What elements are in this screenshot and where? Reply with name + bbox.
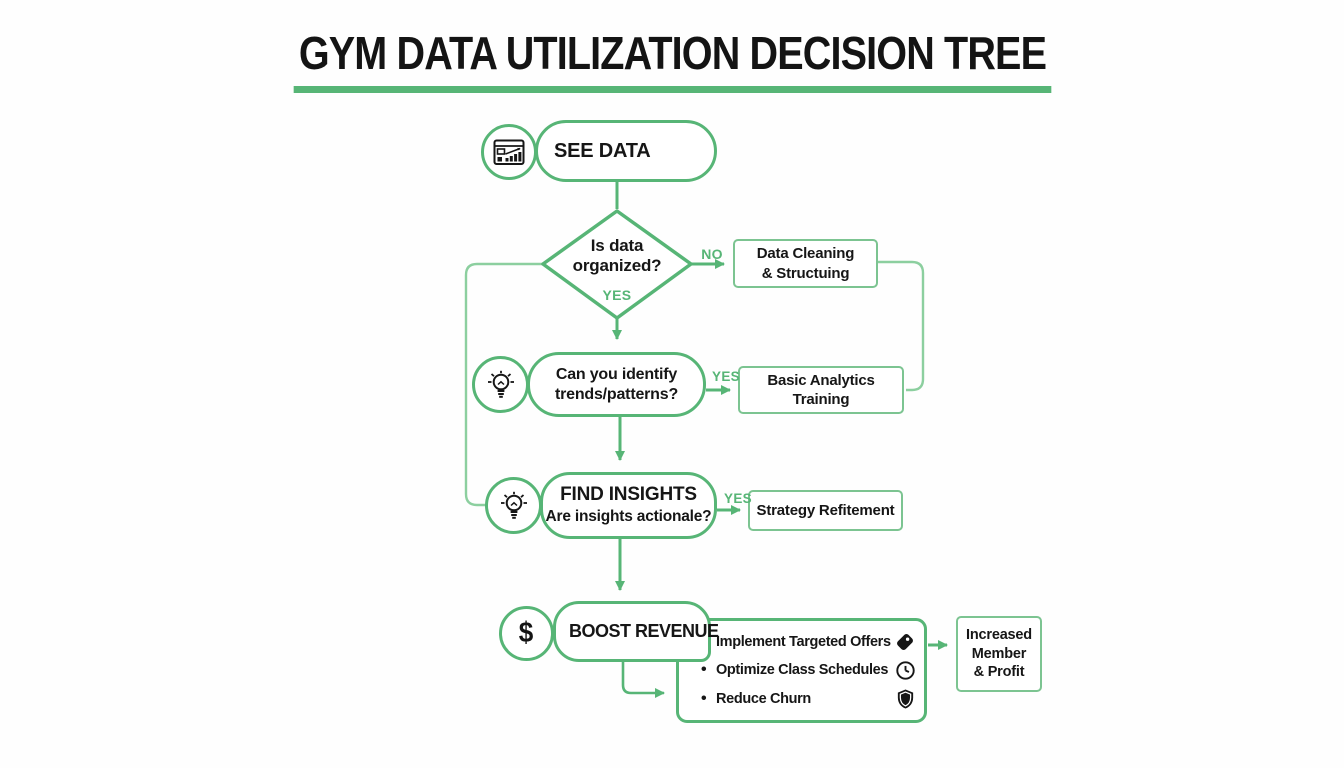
- boost-revenue-node: BOOST REVENUE: [553, 601, 719, 662]
- outcome-node: Increased Member & Profit: [956, 616, 1042, 692]
- trends-yes-label: YES: [712, 369, 740, 384]
- connector-cleaning-analytics: [878, 260, 925, 392]
- action-bullet: •: [701, 689, 707, 707]
- boost-revenue-label: BOOST REVENUE: [569, 621, 719, 641]
- decision-yes-label: YES: [602, 287, 632, 303]
- find-insights-title: FIND INSIGHTS: [560, 484, 697, 506]
- lightbulb-icon: [487, 370, 514, 398]
- find-insights-question: Are insights actionale?: [545, 508, 712, 526]
- see-data-node: SEE DATA: [535, 120, 717, 182]
- tag-icon: [894, 631, 916, 653]
- page-title-wrap: GYM DATA UTILIZATION DECISION TREE: [0, 26, 1344, 93]
- dollar-icon-circle: $: [499, 606, 554, 661]
- page-title: GYM DATA UTILIZATION DECISION TREE: [293, 26, 1051, 93]
- dashboard-chart-icon: [493, 139, 525, 165]
- action-label: Reduce Churn: [716, 690, 811, 707]
- action-bullet: •: [701, 661, 707, 679]
- decision-diamond: [541, 209, 693, 320]
- decision-no-label: NO: [701, 246, 723, 262]
- action-item: • Reduce Churn: [701, 688, 916, 710]
- find-insights-node: FIND INSIGHTS Are insights actionale?: [540, 472, 717, 539]
- connector-feedback-loop: [464, 262, 544, 507]
- lightbulb-icon: [500, 491, 527, 519]
- see-data-label: SEE DATA: [554, 139, 651, 162]
- action-label: Optimize Class Schedules: [716, 662, 889, 679]
- trends-node: Can you identify trends/patterns?: [527, 352, 706, 417]
- trends-icon-circle: [472, 356, 529, 413]
- decision-question: Is data organized?: [572, 236, 662, 276]
- action-list-node: Implement Targeted Offers • Optimize Cla…: [676, 618, 927, 723]
- data-cleaning-node: Data Cleaning & Structuing: [733, 239, 878, 288]
- dollar-icon: $: [519, 617, 534, 649]
- action-item: Implement Targeted Offers: [701, 631, 916, 653]
- action-label: Implement Targeted Offers: [716, 634, 891, 651]
- action-item: • Optimize Class Schedules: [701, 660, 916, 681]
- trends-line2: trends/patterns?: [554, 385, 679, 403]
- insights-icon-circle: [485, 477, 542, 534]
- basic-analytics-node: Basic Analytics Training: [738, 366, 904, 414]
- trends-line1: Can you identify: [555, 365, 678, 383]
- strategy-node: Strategy Refitement: [748, 490, 903, 531]
- shield-icon: [894, 688, 916, 710]
- connector-boost-actions: [621, 662, 665, 698]
- see-data-icon-circle: [481, 124, 537, 180]
- clock-icon: [894, 660, 916, 681]
- insights-yes-label: YES: [724, 491, 752, 506]
